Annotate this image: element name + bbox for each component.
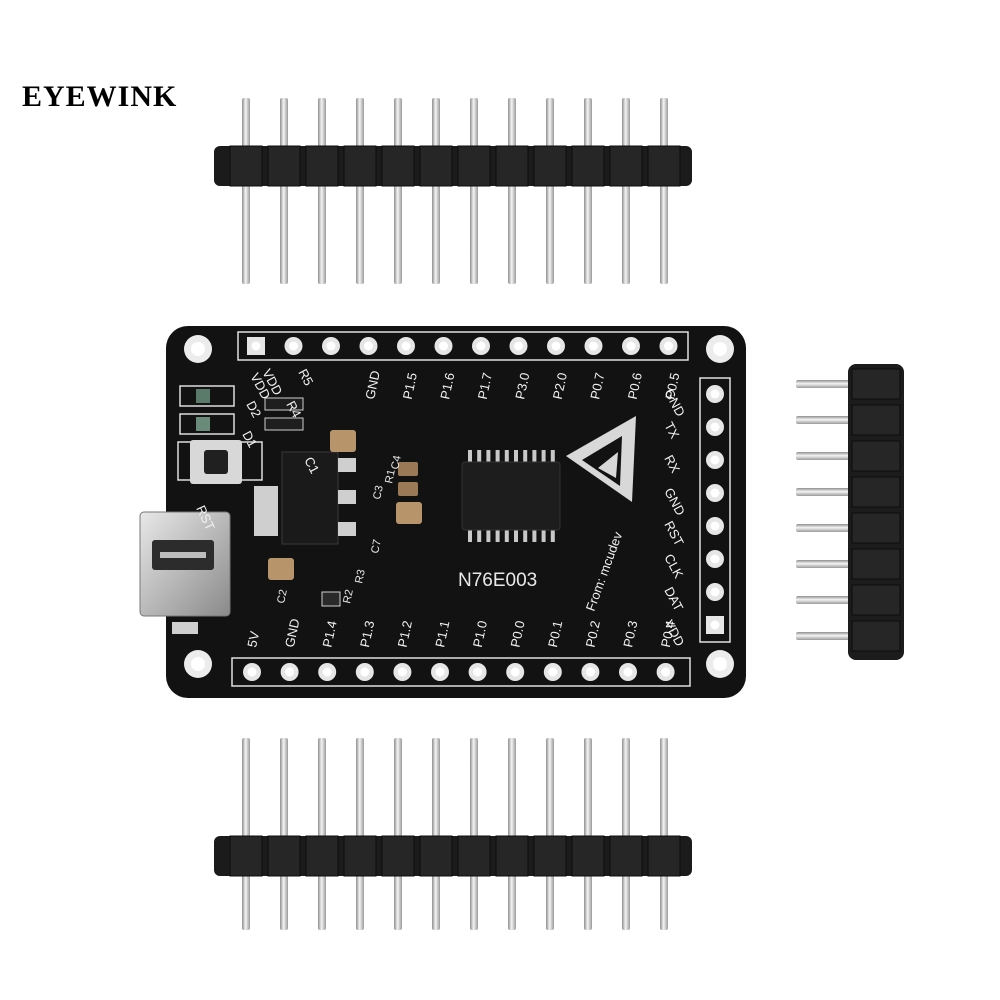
top-pin-label: GND bbox=[362, 369, 383, 400]
bottom-pin-label: 5V bbox=[244, 630, 262, 649]
header-pin bbox=[622, 98, 630, 284]
component-label: R1 bbox=[383, 468, 398, 484]
header-pin bbox=[546, 738, 554, 930]
top-pin-label: P3.0 bbox=[512, 371, 532, 400]
header-pin bbox=[470, 738, 478, 930]
bottom-pin-label: GND bbox=[282, 617, 303, 648]
bottom-pin-label: P1.4 bbox=[319, 619, 339, 648]
header-pin bbox=[280, 98, 288, 284]
component-label: C2 bbox=[275, 588, 290, 604]
top-pin-label: P1.6 bbox=[437, 371, 457, 400]
top-pin-label: P0.5 bbox=[662, 371, 682, 400]
right-pin-label: TX bbox=[661, 419, 682, 441]
header-pin bbox=[432, 98, 440, 284]
header-pin bbox=[394, 98, 402, 284]
header-pin bbox=[622, 738, 630, 930]
top-pin-label: P1.5 bbox=[400, 371, 420, 400]
header-pin bbox=[584, 98, 592, 284]
bottom-pin-label: P1.3 bbox=[357, 619, 377, 648]
bottom-pin-label: P0.3 bbox=[620, 619, 640, 648]
voltage-regulator bbox=[281, 451, 339, 545]
header-pin bbox=[470, 98, 478, 284]
component-label: C4 bbox=[389, 454, 404, 470]
capacitor bbox=[268, 558, 294, 580]
header-pin bbox=[242, 738, 250, 930]
bottom-pin-label: P0.2 bbox=[583, 619, 603, 648]
bottom-pin-label: P1.2 bbox=[395, 619, 415, 648]
top-pin-label: P1.7 bbox=[475, 371, 495, 400]
header-pin bbox=[432, 738, 440, 930]
top-pin-label: P0.7 bbox=[587, 371, 607, 400]
header-pin bbox=[546, 98, 554, 284]
board-label: C1 bbox=[301, 454, 322, 476]
right-angle-pin-header bbox=[796, 364, 904, 660]
board-label: D1 bbox=[239, 428, 260, 450]
bottom-pin-label: P1.1 bbox=[432, 619, 452, 648]
bottom-pin-label: P0.0 bbox=[507, 619, 527, 648]
header-pin bbox=[394, 738, 402, 930]
n76e003-chip bbox=[461, 450, 561, 542]
header-pin bbox=[356, 738, 364, 930]
bottom-pin-label: P1.0 bbox=[470, 619, 490, 648]
header-pin bbox=[318, 738, 326, 930]
header-pin bbox=[242, 98, 250, 284]
bottom-pin-label: P0.1 bbox=[545, 619, 565, 648]
component-label: C3 bbox=[371, 484, 386, 500]
board-label: D2 bbox=[243, 398, 264, 420]
capacitor bbox=[396, 502, 422, 524]
top-pin-label: P0.6 bbox=[625, 371, 645, 400]
bottom-pin-header bbox=[214, 738, 692, 930]
header-pin bbox=[356, 98, 364, 284]
header-pin bbox=[318, 98, 326, 284]
top-pin-label: P2.0 bbox=[550, 371, 570, 400]
brand-watermark: EYEWINK bbox=[22, 80, 178, 113]
header-pin bbox=[508, 738, 516, 930]
component-label: C7 bbox=[369, 538, 384, 554]
board-label: R4 bbox=[283, 398, 304, 420]
bottom-pin-label: P0.4 bbox=[658, 619, 678, 648]
chip-label: N76E003 bbox=[458, 570, 537, 591]
component-label: R3 bbox=[353, 568, 368, 584]
capacitor bbox=[330, 430, 356, 452]
header-pin bbox=[660, 738, 668, 930]
component-label: R2 bbox=[341, 588, 356, 604]
header-pin bbox=[280, 738, 288, 930]
header-pin bbox=[508, 98, 516, 284]
header-pin bbox=[660, 98, 668, 284]
top-pin-header bbox=[214, 98, 692, 284]
board-label: R5 bbox=[295, 366, 316, 388]
header-pin bbox=[584, 738, 592, 930]
